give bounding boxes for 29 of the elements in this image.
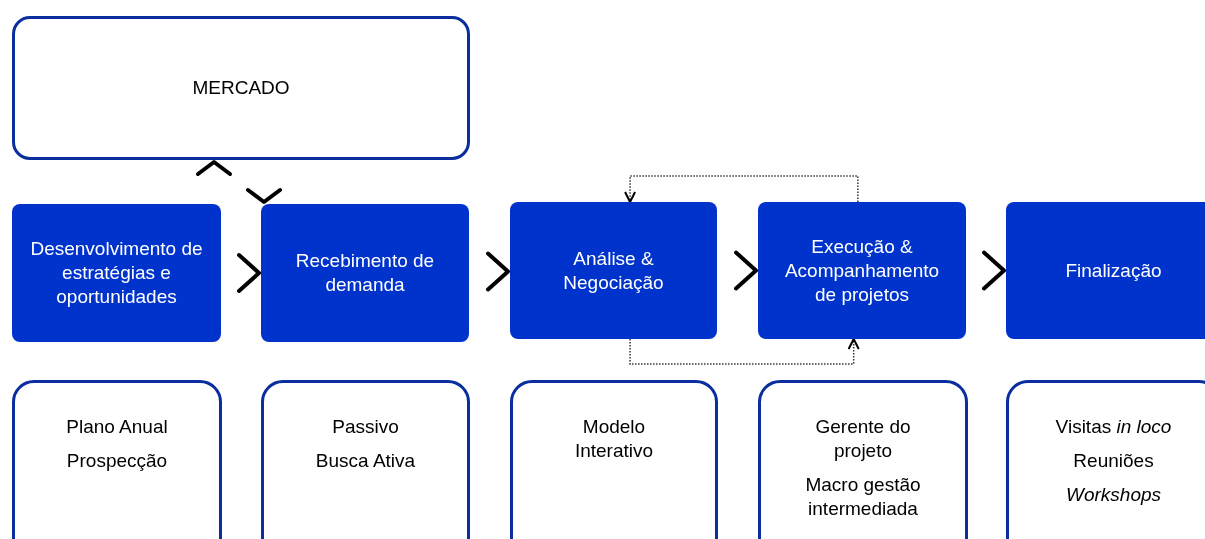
detail-box xyxy=(510,380,718,539)
node-label: Desenvolvimento de estratégias e oportunidades xyxy=(29,237,204,309)
node-label: Gerente do projeto xyxy=(814,415,912,463)
detail-box xyxy=(1006,380,1205,539)
stage-box xyxy=(1006,202,1205,339)
stage-box xyxy=(261,204,469,342)
node-label: Modelo Interativo xyxy=(573,415,655,463)
node-label: Prospecção xyxy=(66,449,168,473)
feedback-arrow xyxy=(629,338,860,365)
node-label: Execução & Acompanhamento de projetos xyxy=(783,234,941,307)
node-label: Macro gestão intermediada xyxy=(804,473,922,521)
detail-box xyxy=(261,380,470,539)
node-label: Plano Anual xyxy=(66,415,168,439)
stage-box xyxy=(758,202,966,339)
node-label: Análise & Negociação xyxy=(562,246,665,295)
node-label: Busca Ativa xyxy=(315,449,416,473)
market-box xyxy=(12,16,470,160)
node-label: Workshops xyxy=(1066,483,1161,507)
detail-box xyxy=(758,380,968,539)
node-label: Reuniões xyxy=(1073,449,1154,473)
node-label: Passivo xyxy=(332,415,399,439)
stage-box xyxy=(510,202,717,339)
node-label: MERCADO xyxy=(192,76,290,100)
node-label: Finalização xyxy=(1065,258,1162,283)
detail-box xyxy=(12,380,222,539)
node-label: Recebimento de demanda xyxy=(294,249,436,297)
stage-box xyxy=(12,204,221,342)
feedback-arrow xyxy=(624,175,859,203)
node-label: Visitas in loco xyxy=(1055,415,1172,439)
